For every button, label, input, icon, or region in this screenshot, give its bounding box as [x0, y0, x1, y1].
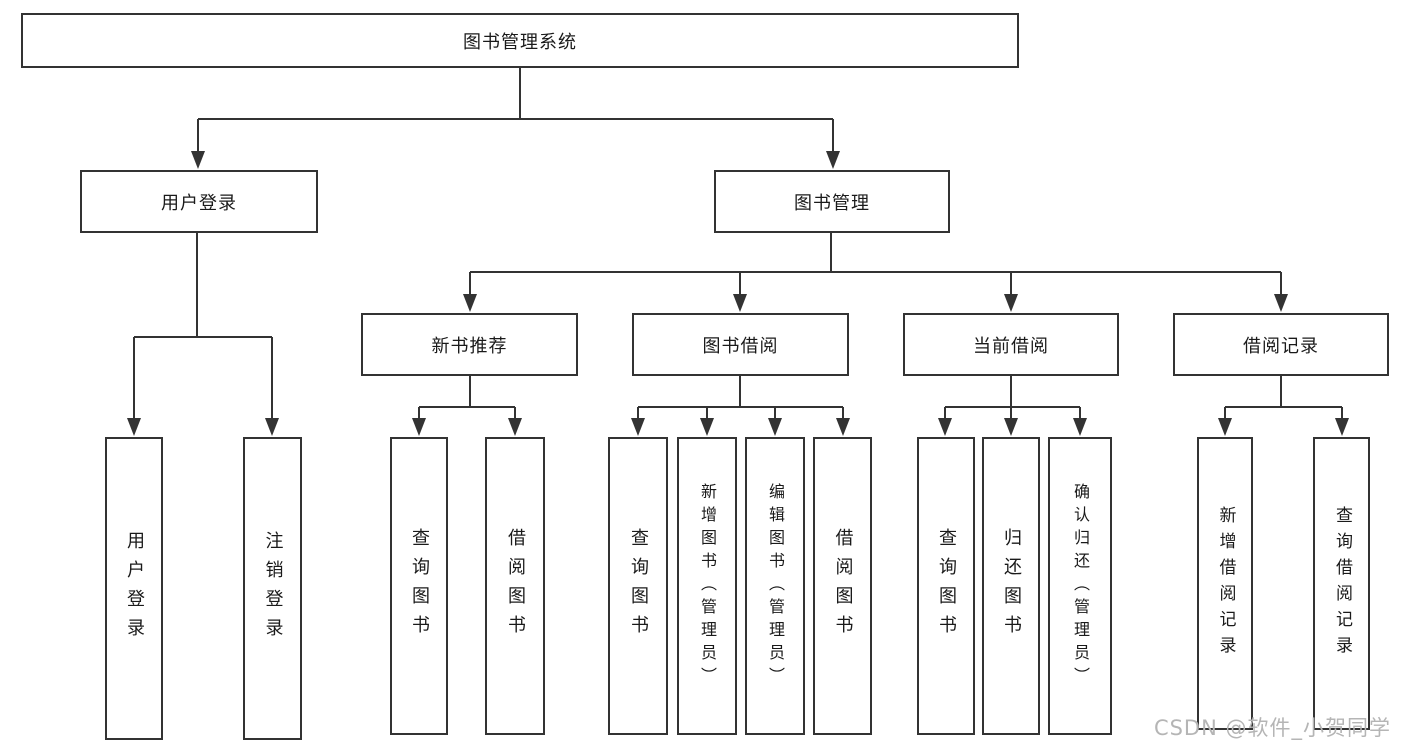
leaf-borrow-edit-books-admin: 编辑图书（管理员） [745, 437, 805, 735]
watermark: CSDN @软件_小贺同学 [1153, 716, 1391, 740]
leaf-newrec-query-books: 查询图书 [390, 437, 448, 735]
leaf-user-login: 用户登录 [105, 437, 163, 740]
leaf-records-query-record: 查询借阅记录 [1313, 437, 1370, 730]
node-user-login: 用户登录 [80, 170, 318, 233]
node-book-borrow: 图书借阅 [632, 313, 849, 376]
leaf-logout: 注销登录 [243, 437, 302, 740]
leaf-borrow-borrow-books: 借阅图书 [813, 437, 872, 735]
node-new-book-recommend: 新书推荐 [361, 313, 578, 376]
node-book-management: 图书管理 [714, 170, 950, 233]
leaf-borrow-query-books: 查询图书 [608, 437, 668, 735]
node-borrow-records: 借阅记录 [1173, 313, 1389, 376]
leaf-current-return-books: 归还图书 [982, 437, 1040, 735]
leaf-borrow-add-books-admin: 新增图书（管理员） [677, 437, 737, 735]
node-root: 图书管理系统 [21, 13, 1019, 68]
node-current-borrow: 当前借阅 [903, 313, 1119, 376]
leaf-current-query-books: 查询图书 [917, 437, 975, 735]
leaf-current-confirm-return-admin: 确认归还（管理员） [1048, 437, 1112, 735]
leaf-newrec-borrow-books: 借阅图书 [485, 437, 545, 735]
leaf-records-add-record: 新增借阅记录 [1197, 437, 1253, 730]
